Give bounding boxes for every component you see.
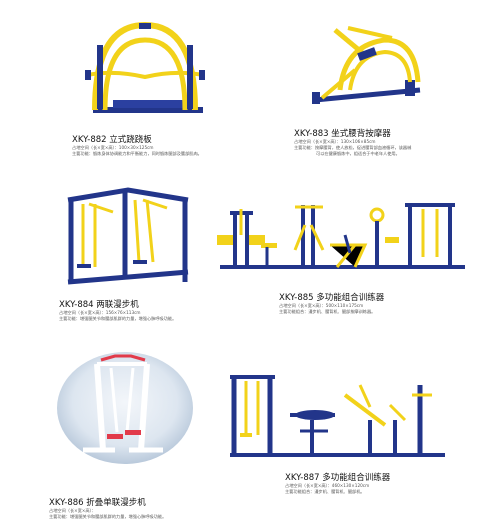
seesaw-equipment-illustration — [85, 21, 205, 113]
product-function: 主要功能组合：漫步机、腰背机、腿部按摩训练器。 — [279, 309, 376, 314]
product-xky-882: XKY-882 立式跷跷板 占地空间（长×宽×高）：100×30×125cm 主… — [60, 15, 230, 165]
product-title: XKY-884 两联漫步机 — [59, 300, 139, 310]
product-space: 占地空间（长×宽×高）：500×110×175cm — [279, 303, 364, 308]
product-xky-884: XKY-884 两联漫步机 占地空间（长×宽×高）：156×76×113cm 主… — [55, 180, 235, 330]
combo-trainer-887-illustration — [230, 375, 445, 457]
product-title: XKY-887 多功能组合训练器 — [285, 473, 391, 483]
product-space: 占地空间（长×宽×高）：100×30×125cm — [72, 145, 154, 150]
combo-trainer-885-illustration — [217, 203, 465, 269]
folding-walker-illustration — [57, 352, 193, 464]
product-space: 占地空间（长×宽×高）：156×76×113cm — [59, 310, 141, 315]
waist-massager-illustration — [312, 26, 421, 104]
product-xky-883: XKY-883 坐式腰背按摩器 占地空间（长×宽×高）：130×106×85cm… — [280, 15, 480, 165]
product-function: 主要功能：锻炼身体协调能力和平衡能力，同时锻炼腿部及腰部肌肉。 — [72, 151, 202, 156]
product-space: 占地空间（长×宽×高）：460×130×120cm — [285, 483, 370, 488]
product-function: 主要功能：增强腿关节和腰部肌群的力量，增强心肺呼吸功能。 — [49, 514, 167, 519]
product-space: 占地空间（长×宽×高）： — [49, 508, 96, 513]
product-function: 主要功能组合：漫步机、腰背机、腿部机。 — [285, 489, 365, 494]
product-function: 主要功能：按摩腰背，使人放松，促进腰背部血液循环，该器械 — [294, 145, 412, 150]
product-title: XKY-882 立式跷跷板 — [72, 135, 152, 145]
product-function-continued: 可以在健康锻炼中，组适合于中老年人使用。 — [316, 151, 400, 156]
product-xky-885: XKY-885 多功能组合训练器 占地空间（长×宽×高）：500×110×175… — [205, 195, 485, 330]
product-space: 占地空间（长×宽×高）：130×106×85cm — [294, 139, 376, 144]
product-xky-886: XKY-886 折叠单联漫步机 占地空间（长×宽×高）： 主要功能：增强腿关节和… — [45, 350, 245, 525]
double-walker-illustration — [67, 187, 189, 285]
product-function: 主要功能：增强腿关节和腰部肌群的力量，增强心肺呼吸功能。 — [59, 316, 177, 321]
product-title: XKY-886 折叠单联漫步机 — [49, 498, 146, 508]
product-xky-887: XKY-887 多功能组合训练器 占地空间（长×宽×高）：460×130×120… — [215, 365, 485, 525]
product-title: XKY-885 多功能组合训练器 — [279, 293, 385, 303]
product-title: XKY-883 坐式腰背按摩器 — [294, 129, 391, 139]
